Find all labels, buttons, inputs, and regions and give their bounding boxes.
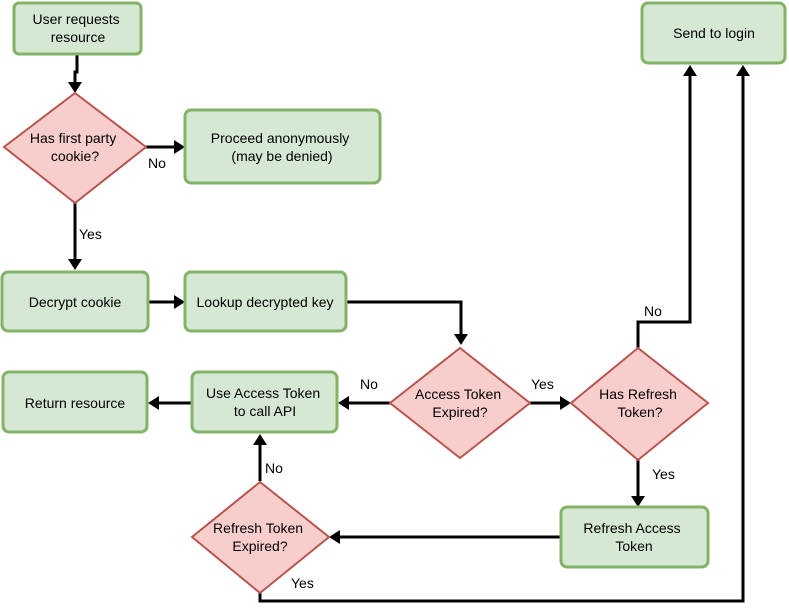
edge-access-yes-arrowhead <box>560 396 571 410</box>
edges <box>68 55 750 603</box>
decision-access-token-expired-line-1: Access Token <box>415 386 501 402</box>
node-use-access-token-line-2: to call API <box>234 403 296 419</box>
decision-refresh-token-expired: Refresh Token Expired? <box>190 480 331 595</box>
edge-label-has-refresh-yes: Yes <box>652 466 675 482</box>
edge-has-refresh-yes-arrowhead <box>631 496 645 507</box>
node-proceed-anonymously: Proceed anonymously (may be denied) <box>183 108 382 185</box>
decision-access-token-expired-line-2: Expired? <box>432 404 487 420</box>
edge-has-refresh-no-arrowhead <box>683 65 697 76</box>
svg-text:Proceed anonymously (m: Proceed anonymously (may be denied) <box>211 130 353 164</box>
svg-text:Return resource: Return resource <box>25 395 126 411</box>
edge-refresh-to-expired-check-arrowhead <box>329 530 340 544</box>
svg-text:Use Access Token to ca: Use Access Token to call API <box>206 385 324 419</box>
svg-text:Has first party cookie: Has first party cookie? <box>30 130 120 164</box>
edge-refresh-expired-yes-arrowhead <box>736 65 750 76</box>
edge-request-to-cookie-check-arrowhead <box>68 82 82 93</box>
node-user-requests-resource-line-2: resource <box>51 29 106 45</box>
edge-decrypt-to-lookup-arrowhead <box>174 295 185 309</box>
decision-refresh-token-expired-line-2: Expired? <box>232 538 287 554</box>
svg-text:Lookup decrypted key: Lookup decrypted key <box>197 294 334 310</box>
decision-has-refresh-token: Has Refresh Token? <box>569 346 710 462</box>
nodes: User requests resource Has first party c… <box>0 1 787 595</box>
svg-text:Access Token Expired?: Access Token Expired? <box>415 386 505 420</box>
node-send-to-login: Send to login <box>640 1 787 65</box>
edge-label-cookie-yes: Yes <box>79 226 102 242</box>
edge-labels: No Yes No Yes No Yes No Yes <box>79 155 675 591</box>
edge-label-cookie-no: No <box>148 155 166 171</box>
decision-refresh-token-expired-line-1: Refresh Token <box>213 520 303 536</box>
edge-label-access-yes: Yes <box>531 376 554 392</box>
svg-text:User requests resource: User requests resource <box>32 11 123 45</box>
edge-cookie-no-arrowhead <box>174 140 185 154</box>
svg-text:Decrypt cookie: Decrypt cookie <box>29 294 122 310</box>
edge-request-to-cookie-check <box>73 55 79 84</box>
edge-cookie-yes-arrowhead <box>68 259 82 270</box>
edge-has-refresh-no <box>636 74 692 348</box>
edge-access-no-arrowhead <box>338 396 349 410</box>
node-proceed-anonymously-line-1: Proceed anonymously <box>211 130 350 146</box>
edge-use-to-return-arrowhead <box>148 396 159 410</box>
edge-label-refresh-expired-no: No <box>265 460 283 476</box>
edge-lookup-to-access-check <box>347 300 463 336</box>
edge-lookup-to-access-check-arrowhead <box>454 334 468 345</box>
svg-text:Refresh Token Expired?: Refresh Token Expired? <box>213 520 307 554</box>
node-proceed-anonymously-line-2: (may be denied) <box>231 148 332 164</box>
edge-label-has-refresh-no: No <box>644 303 662 319</box>
node-user-requests-resource-line-1: User requests <box>32 11 119 27</box>
svg-text:Has Refresh Token?: Has Refresh Token? <box>599 386 681 420</box>
node-use-access-token: Use Access Token to call API <box>190 370 339 434</box>
node-refresh-access-token-line-1: Refresh Access <box>583 520 680 536</box>
decision-has-refresh-token-line-1: Has Refresh <box>599 386 677 402</box>
edge-label-access-no: No <box>360 376 378 392</box>
node-decrypt-cookie: Decrypt cookie <box>0 270 150 333</box>
node-refresh-access-token-line-2: Token <box>615 538 652 554</box>
edge-refresh-expired-no-arrowhead <box>253 434 267 445</box>
decision-has-first-party-cookie-line-2: cookie? <box>51 148 99 164</box>
node-user-requests-resource: User requests resource <box>12 1 143 56</box>
svg-text:Send to login: Send to login <box>673 25 755 41</box>
node-decrypt-cookie-line-1: Decrypt cookie <box>29 294 122 310</box>
node-return-resource-line-1: Return resource <box>25 395 126 411</box>
node-return-resource: Return resource <box>1 370 149 434</box>
node-use-access-token-line-1: Use Access Token <box>206 385 320 401</box>
decision-has-first-party-cookie-line-1: Has first party <box>30 130 116 146</box>
node-send-to-login-line-1: Send to login <box>673 25 755 41</box>
edge-label-refresh-expired-yes: Yes <box>291 575 314 591</box>
svg-text:Refresh Access Token: Refresh Access Token <box>583 520 684 554</box>
edge-refresh-expired-yes <box>258 74 745 603</box>
decision-has-first-party-cookie: Has first party cookie? <box>2 91 148 205</box>
decision-has-refresh-token-line-2: Token? <box>617 404 662 420</box>
decision-access-token-expired: Access Token Expired? <box>388 346 532 460</box>
node-lookup-decrypted-key-line-1: Lookup decrypted key <box>197 294 334 310</box>
node-refresh-access-token: Refresh Access Token <box>559 505 710 569</box>
node-lookup-decrypted-key: Lookup decrypted key <box>183 270 348 333</box>
